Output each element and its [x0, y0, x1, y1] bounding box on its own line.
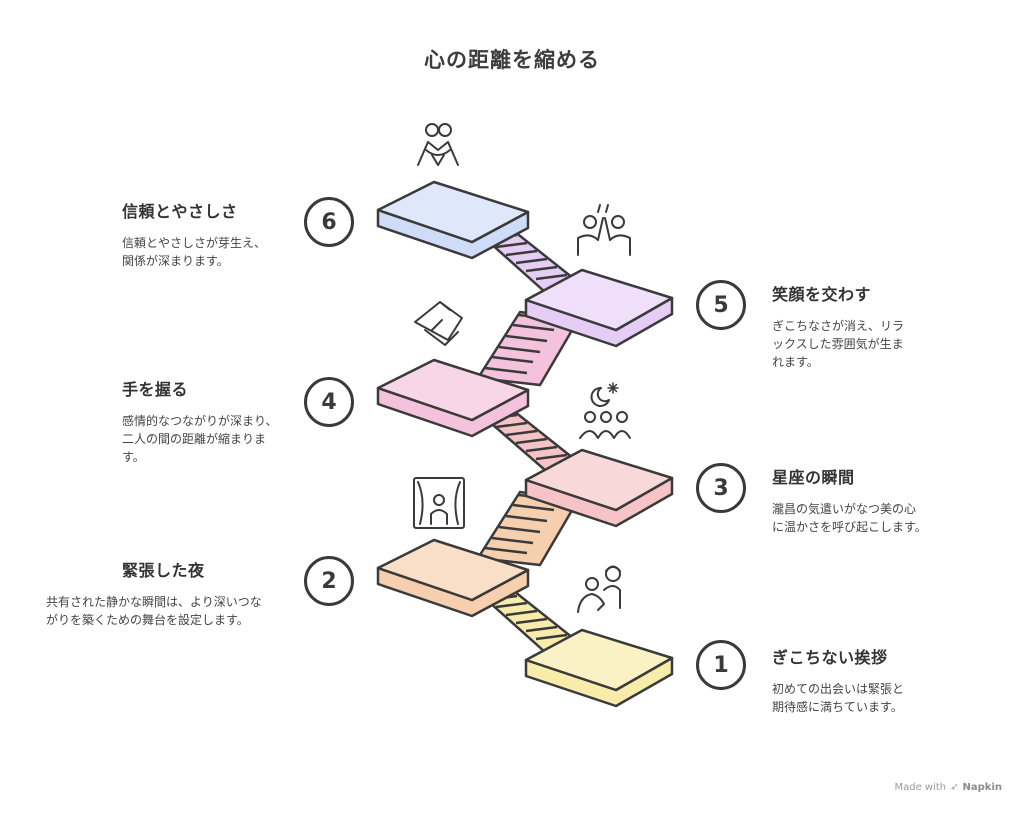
step-title: 星座の瞬間 [772, 468, 855, 487]
hug-icon [417, 123, 459, 166]
platform-5 [524, 268, 674, 348]
step-description: ぎこちなさが消え、リラ ックスした雰囲気が生ま れます。 [772, 319, 905, 369]
step-description: 共有された静かな瞬間は、より深いつな がりを築くための舞台を設定します。 [46, 595, 262, 627]
greeting-people-icon [577, 565, 621, 613]
step-title: 緊張した夜 [122, 561, 205, 580]
high-five-icon [577, 204, 631, 256]
napkin-brand: Napkin [962, 782, 1002, 793]
step-6: 信頼とやさしさ 信頼とやさしさが芽生え、 関係が深まります。 [122, 198, 302, 270]
step-3: 星座の瞬間 瀧昌の気遣いがなつ美の心 に温かさを呼び起こします。 [772, 464, 972, 536]
window-curtain-person-icon [413, 477, 465, 529]
step-title: 信頼とやさしさ [122, 202, 238, 221]
napkin-logo-icon: ➶ [950, 782, 959, 793]
step-title: ぎこちない挨拶 [772, 648, 888, 667]
page-title: 心の距離を縮める [424, 48, 600, 72]
step-5: 笑顔を交わす ぎこちなさが消え、リラ ックスした雰囲気が生ま れます。 [772, 281, 972, 371]
platform-2 [376, 538, 530, 618]
stargazing-group-icon [579, 382, 631, 439]
platform-3 [524, 448, 674, 528]
platform-4 [376, 358, 530, 438]
step-1: ぎこちない挨拶 初めての出会いは緊張と 期待感に満ちています。 [772, 644, 972, 716]
handshake-icon [414, 301, 463, 346]
made-with-napkin-footer[interactable]: Made with ➶ Napkin [894, 782, 1002, 793]
step-badge-1: 1 [696, 640, 746, 690]
step-badge-5: 5 [696, 280, 746, 330]
step-title: 手を握る [122, 380, 189, 399]
step-description: 初めての出会いは緊張と 期待感に満ちています。 [772, 682, 905, 714]
step-badge-4: 4 [304, 377, 354, 427]
step-2: 緊張した夜 共有された静かな瞬間は、より深いつな がりを築くための舞台を設定しま… [46, 557, 296, 629]
platform-1 [524, 628, 674, 708]
step-title: 笑顔を交わす [772, 285, 872, 304]
made-with-label: Made with [894, 782, 947, 793]
platform-6 [376, 180, 530, 260]
step-badge-6: 6 [304, 197, 354, 247]
step-description: 瀧昌の気遣いがなつ美の心 に温かさを呼び起こします。 [772, 502, 927, 534]
step-4: 手を握る 感情的なつながりが深まり、 二人の間の距離が縮まりま す。 [122, 376, 302, 466]
step-badge-2: 2 [304, 556, 354, 606]
step-description: 感情的なつながりが深まり、 二人の間の距離が縮まりま す。 [122, 414, 278, 464]
step-description: 信頼とやさしさが芽生え、 関係が深まります。 [122, 236, 267, 268]
step-badge-3: 3 [696, 463, 746, 513]
